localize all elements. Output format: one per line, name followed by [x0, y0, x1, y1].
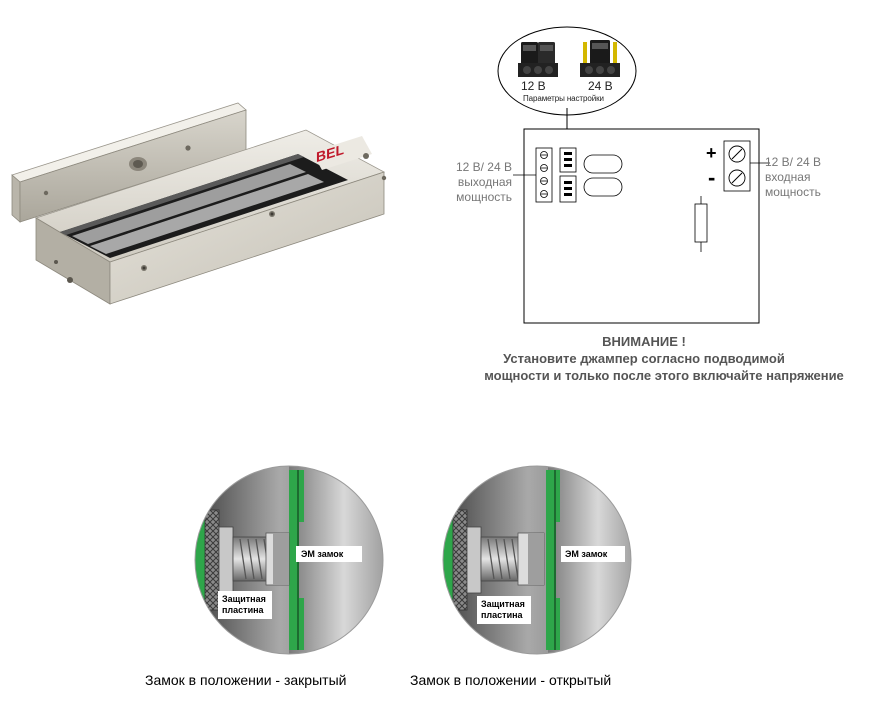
electromagnet-body [35, 129, 387, 305]
jumper-12v-label: 12 В [521, 79, 546, 93]
jumper-settings-callout [497, 26, 637, 150]
plate-label-open: Защитная пластина [481, 599, 525, 620]
em-lock-label-open: ЭМ замок [565, 549, 608, 559]
warning-title: ВНИМАНИЕ ! [602, 334, 686, 349]
input-power-label: 12 В/ 24 В входная мощность [765, 155, 822, 199]
output-terminal-block [535, 147, 553, 203]
minus-sign: - [708, 165, 716, 190]
oval-component-top [583, 154, 623, 174]
plate-label-closed: Защитная пластина [222, 594, 266, 615]
warning-line-2: мощности и только после этого включайте … [484, 368, 844, 383]
caption-closed: Замок в положении - закрытый [145, 672, 347, 688]
em-lock-label-closed: ЭМ замок [301, 549, 344, 559]
jumper-24v-label: 24 В [588, 79, 613, 93]
jumper-header [559, 147, 577, 203]
jumper-12v-icon [518, 42, 558, 77]
control-board [513, 128, 770, 324]
cross-section-closed [195, 466, 383, 654]
oval-component-bottom [583, 177, 623, 197]
output-power-label: 12 В/ 24 В выходная мощность [455, 160, 512, 204]
caption-open: Замок в положении - открытый [410, 672, 612, 688]
warning-line-1: Установите джампер согласно подводимой [503, 351, 785, 366]
jumper-24v-icon [580, 40, 620, 77]
jumper-caption: Параметры настройки [523, 94, 604, 103]
magnetic-lock-product [11, 102, 387, 305]
cross-section-open [443, 466, 631, 654]
diode-component [694, 196, 708, 252]
plus-sign: + [706, 143, 717, 163]
armature-plate [11, 102, 247, 223]
input-terminal-block [723, 140, 751, 192]
